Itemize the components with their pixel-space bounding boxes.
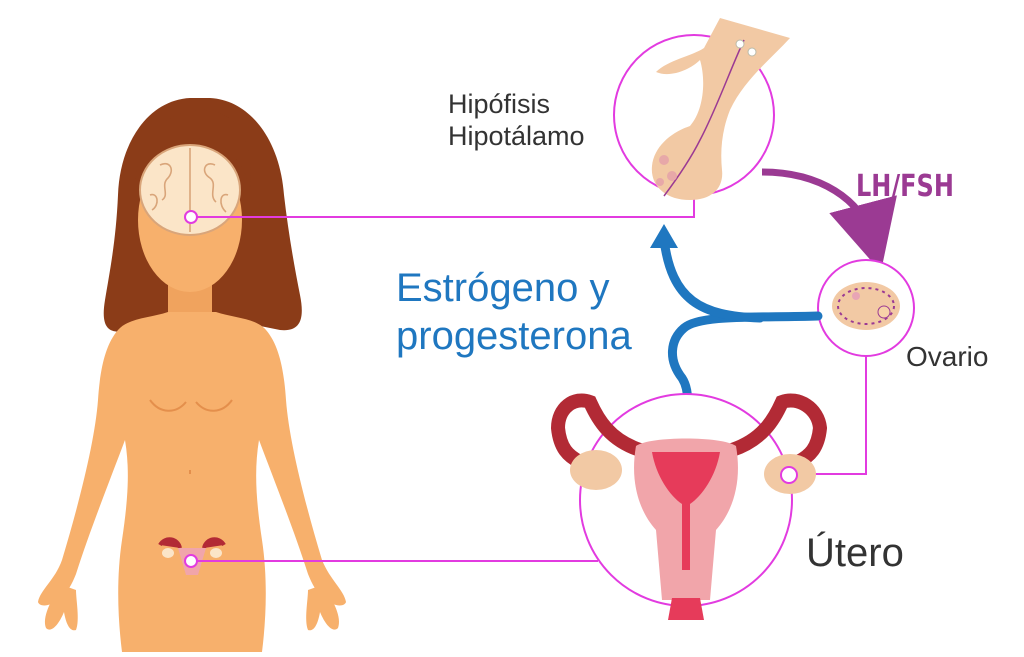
left-hand bbox=[44, 585, 78, 631]
ovary-follicle-ring bbox=[837, 287, 895, 325]
lh-fsh-label: LH/FSH bbox=[856, 169, 954, 204]
pituitary-cell bbox=[659, 155, 669, 165]
hormone-arrowhead-up bbox=[650, 224, 678, 248]
hormones-label: Estrógeno y progesterona bbox=[396, 264, 632, 360]
brain-dot bbox=[184, 210, 198, 224]
hypothalamus-shape bbox=[651, 18, 790, 200]
female-figure bbox=[38, 98, 346, 652]
left-fallopian-tube bbox=[550, 393, 647, 469]
right-hand bbox=[306, 585, 340, 631]
lh-fsh-arrow bbox=[761, 168, 897, 272]
chest-lines bbox=[149, 399, 233, 474]
ovary-follicle bbox=[877, 305, 891, 319]
pituitary-label-line2: Hipotálamo bbox=[448, 121, 585, 151]
hormone-arrow-up bbox=[659, 235, 765, 323]
pituitary-stalk bbox=[663, 39, 745, 197]
ovary-follicle bbox=[852, 292, 860, 300]
pituitary-cell bbox=[735, 39, 745, 49]
cervix bbox=[668, 598, 704, 620]
pituitary-group bbox=[613, 18, 790, 200]
pelvis-dot bbox=[184, 554, 198, 568]
ovary-to-uterus-line bbox=[800, 346, 867, 475]
pituitary-cell bbox=[667, 171, 677, 181]
pituitary-label-line1: Hipófisis bbox=[448, 89, 551, 119]
ovary-label: Ovario bbox=[906, 341, 989, 372]
ovary-group bbox=[817, 259, 915, 357]
right-fallopian-tube bbox=[725, 393, 828, 469]
pituitary-label: Hipófisis Hipotálamo bbox=[448, 88, 585, 152]
pituitary-cell bbox=[747, 47, 757, 57]
brain-folds bbox=[149, 148, 229, 232]
uterus-group bbox=[550, 393, 828, 620]
ovary-shape bbox=[832, 282, 900, 330]
pituitary-cell bbox=[656, 178, 664, 186]
ovary-dot bbox=[780, 466, 798, 484]
left-ovary bbox=[570, 450, 622, 490]
body bbox=[38, 312, 346, 652]
hair-front bbox=[135, 109, 251, 190]
hormones-label-line2: progesterona bbox=[396, 314, 632, 358]
uterus-cavity bbox=[652, 452, 720, 570]
uterus-label: Útero bbox=[806, 531, 904, 575]
hormones-label-line1: Estrógeno y bbox=[396, 266, 610, 310]
